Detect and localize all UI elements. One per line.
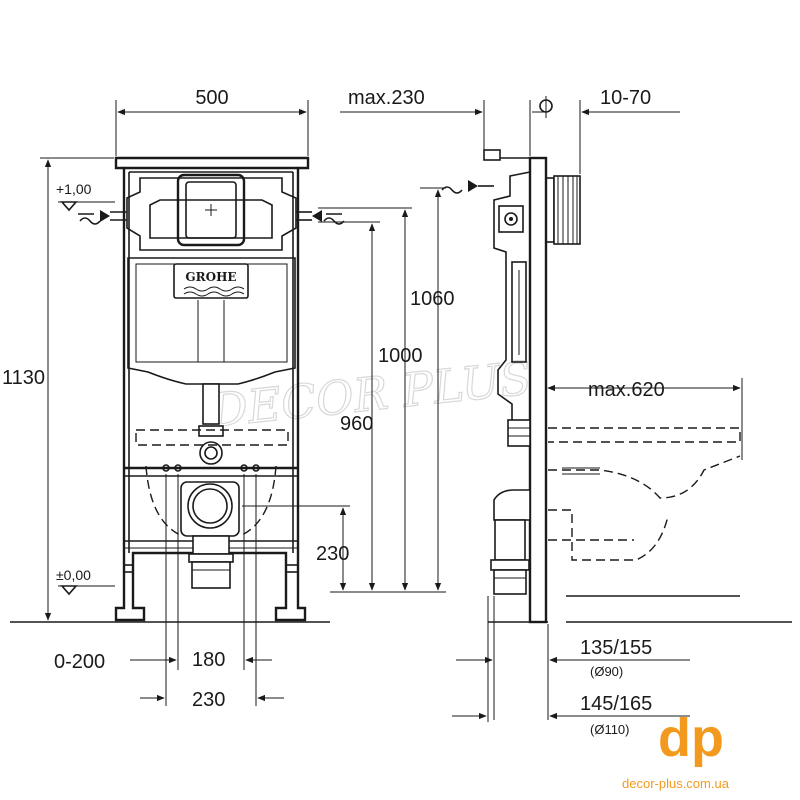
water-inlet-left-icon xyxy=(78,213,101,225)
side-drain-elbow xyxy=(493,489,531,521)
dim-1000-label: 1000 xyxy=(378,345,423,367)
dim-500-label: 500 xyxy=(195,87,228,109)
dim-1130-label: 1130 xyxy=(2,367,45,389)
side-valve-box xyxy=(498,205,524,233)
dim-max230-label: max.230 xyxy=(348,87,425,109)
flush-pipe-connector xyxy=(199,441,223,465)
brand-plate xyxy=(173,263,249,299)
dim-145-165-note: (Ø110) xyxy=(590,722,630,737)
level-marker-top-icon xyxy=(60,201,78,212)
cistern-tank xyxy=(127,257,296,385)
front-view: GROHE xyxy=(2,87,455,711)
bowl-outline-side xyxy=(548,427,741,561)
dim-1060-label: 1060 xyxy=(410,288,455,310)
dim-10-70-label: 10-70 xyxy=(600,87,651,109)
dim-960-label: 960 xyxy=(340,413,373,435)
frame-outline xyxy=(114,156,310,622)
level-top-label: +1,00 xyxy=(56,181,92,197)
water-inlet-right-icon xyxy=(323,213,345,225)
dim-230-vertical-label: 230 xyxy=(316,543,349,565)
bowl-outline-front xyxy=(135,429,289,446)
dim-max620-label: max.620 xyxy=(588,379,665,401)
side-frame-post xyxy=(528,156,548,624)
logo-url: decor-plus.com.ua xyxy=(622,776,730,791)
logo-letters: dp xyxy=(658,708,724,768)
decor-plus-logo: dp decor-plus.com.ua xyxy=(622,708,730,791)
side-view: max.230 10-70 max.620 135/155 (Ø90) 145/… xyxy=(340,87,792,737)
cistern-housing xyxy=(126,177,297,251)
dim-135-155-note: (Ø90) xyxy=(590,664,623,679)
flush-plate-opening xyxy=(176,173,246,247)
level-marker-floor-icon xyxy=(60,585,78,596)
dim-135-155-label: 135/155 xyxy=(580,637,652,659)
dim-0-200-label: 0-200 xyxy=(54,651,105,673)
cistern-side-profile xyxy=(490,157,531,423)
level-floor-label: ±0,00 xyxy=(56,567,91,583)
dim-230-horizontal-label: 230 xyxy=(192,689,225,711)
dim-180-label: 180 xyxy=(192,649,225,671)
water-inlet-side-icon xyxy=(441,186,463,194)
dim-145-165-label: 145/165 xyxy=(580,693,652,715)
brand-plate-text: GROHE xyxy=(185,270,236,284)
